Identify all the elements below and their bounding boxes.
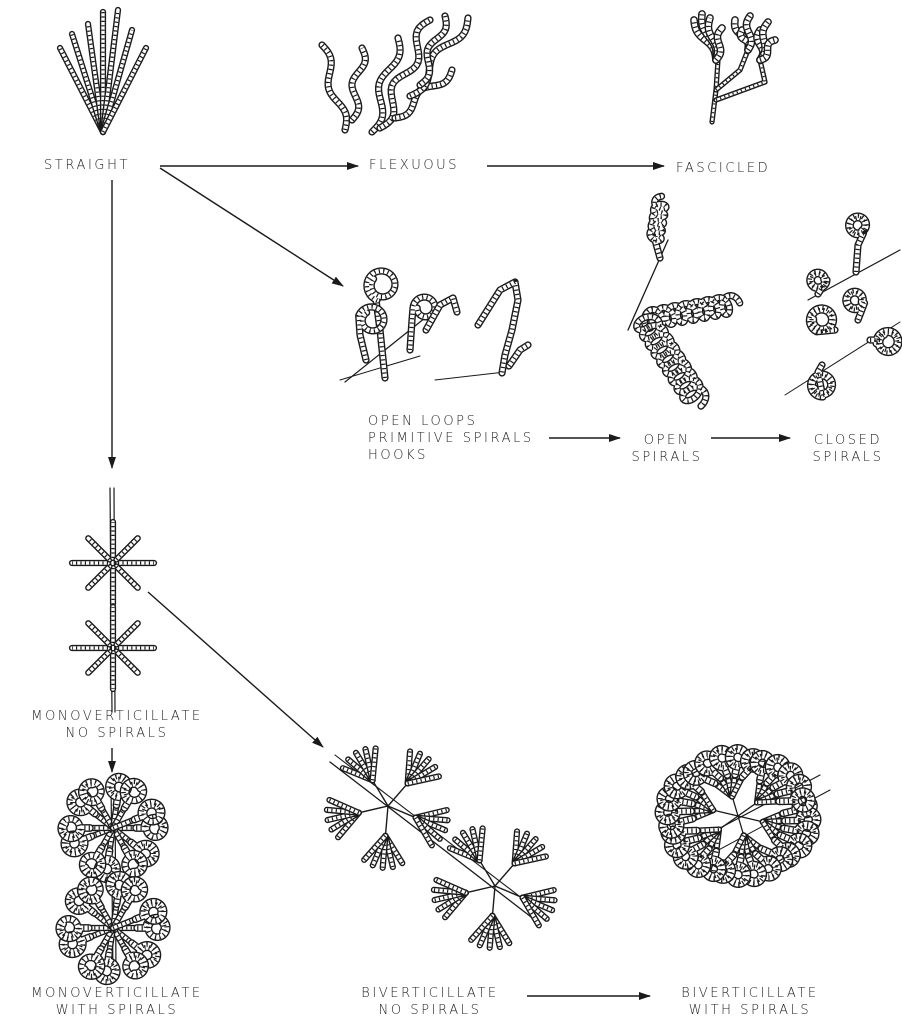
label-biverticillate-no-spirals: BIVERTICILLATE NO SPIRALS [345,985,515,1019]
fascicled-drawing [694,14,775,122]
monoverticillate-drawing [72,488,154,712]
label-mono-no-line1: MONOVERTICILLATE [4,708,230,725]
label-open-loops: OPEN LOOPS PRIMITIVE SPIRALS HOOKS [368,413,534,464]
label-open-loops-line1: OPEN LOOPS [368,413,534,430]
label-open-spirals-line1: OPEN [622,432,712,449]
label-closed-spirals-line2: SPIRALS [798,449,898,466]
arrow-straight-to-open-loops [160,168,343,286]
label-closed-spirals: CLOSED SPIRALS [798,432,898,466]
closed-spirals-drawing [785,216,900,397]
label-bi-with-line1: BIVERTICILLATE [655,985,845,1002]
label-open-spirals: OPEN SPIRALS [622,432,712,466]
label-bi-no-line2: NO SPIRALS [345,1002,515,1019]
label-fascicled: FASCICLED [676,160,770,177]
label-mono-with-line1: MONOVERTICILLATE [4,985,230,1002]
label-open-spirals-line2: SPIRALS [622,449,712,466]
biverticillate-spirals-drawing [658,748,830,884]
label-monoverticillate-with-spirals: MONOVERTICILLATE WITH SPIRALS [4,985,230,1019]
label-open-loops-line2: PRIMITIVE SPIRALS [368,430,534,447]
label-bi-no-line1: BIVERTICILLATE [345,985,515,1002]
label-bi-with-line2: WITH SPIRALS [655,1002,845,1019]
label-open-loops-line3: HOOKS [368,447,534,464]
straight-drawing [60,10,146,132]
label-straight: STRAIGHT [44,157,130,174]
monoverticillate-spirals-drawing [59,777,167,982]
flexuous-drawing [322,16,468,132]
biverticillate-drawing [327,748,555,947]
label-closed-spirals-line1: CLOSED [798,432,898,449]
open-spirals-drawing [628,196,740,406]
label-mono-with-line2: WITH SPIRALS [4,1002,230,1019]
open-loops-drawing [340,271,528,382]
label-mono-no-line2: NO SPIRALS [4,725,230,742]
label-monoverticillate-no-spirals: MONOVERTICILLATE NO SPIRALS [4,708,230,742]
drawings [59,10,900,981]
label-biverticillate-with-spirals: BIVERTICILLATE WITH SPIRALS [655,985,845,1019]
label-flexuous: FLEXUOUS [369,157,459,174]
